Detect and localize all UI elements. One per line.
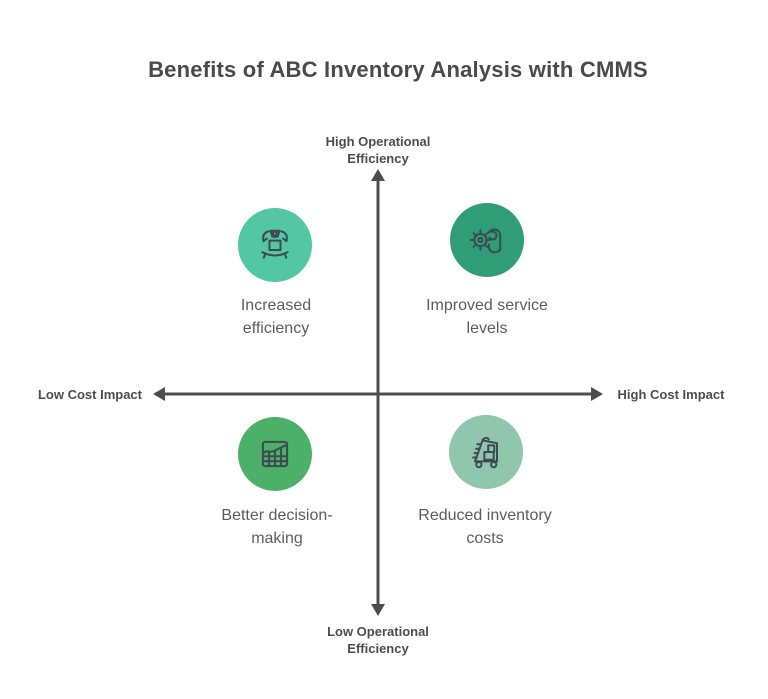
quadrant-label-line: Improved service (426, 297, 548, 314)
axis-label-left: Low Cost Impact (37, 387, 142, 402)
quadrant-label-line: Better decision- (221, 507, 333, 524)
hand-truck-icon (472, 436, 498, 469)
robotic-arm-icon (261, 229, 289, 259)
axis-label-top-line1: High Operational (325, 134, 431, 149)
hand-holding-gear-icon (469, 228, 502, 254)
arrow-left-icon (153, 387, 165, 401)
quadrant-circle-better-decision-making (238, 417, 312, 491)
quadrant-label-increased-efficiency: Increased efficiency (176, 294, 376, 340)
quadrant-label-improved-service-levels: Improved service levels (377, 294, 597, 340)
quadrant-label-line: costs (466, 530, 504, 548)
axis-label-bottom: Low Operational Efficiency (268, 624, 488, 658)
axis-label-bottom-line2: Efficiency (347, 640, 409, 656)
quadrant-label-better-decision-making: Better decision- making (177, 504, 377, 550)
quadrant-circle-improved-service-levels (450, 203, 524, 277)
axis-label-bottom-line1: Low Operational (327, 624, 429, 639)
quadrant-circle-reduced-inventory-costs (449, 415, 523, 489)
arrow-right-icon (591, 387, 603, 401)
arrow-down-icon (371, 604, 385, 616)
quadrant-label-line: Increased (240, 297, 312, 314)
arrow-up-icon (371, 169, 385, 181)
axis-label-right: High Cost Impact (617, 387, 725, 402)
quadrant-label-line: levels (466, 320, 508, 338)
axis-label-top: High Operational Efficiency (268, 134, 488, 168)
page-title: Benefits of ABC Inventory Analysis with … (148, 57, 648, 82)
quadrant-label-line: making (251, 530, 303, 548)
chart-grid-icon (261, 440, 289, 468)
quadrant-label-reduced-inventory-costs: Reduced inventory costs (375, 504, 595, 550)
axis-label-top-line2: Efficiency (347, 150, 409, 166)
quadrant-label-line: efficiency (242, 320, 310, 338)
quadrant-circle-increased-efficiency (238, 208, 312, 282)
quadrant-label-line: Reduced inventory (418, 507, 552, 524)
